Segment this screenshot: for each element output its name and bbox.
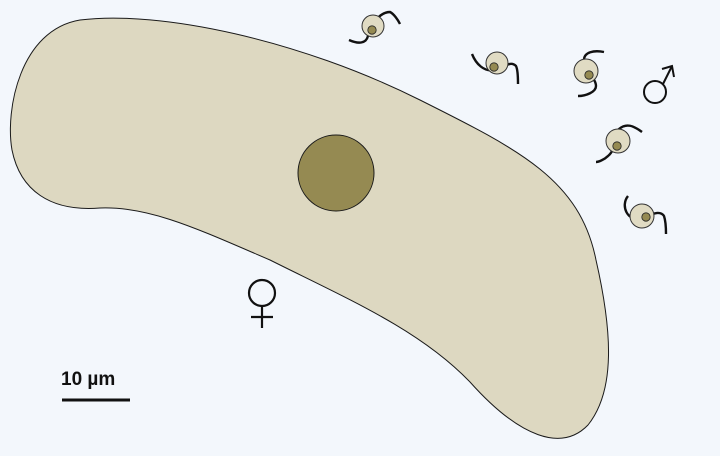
egg-nucleus (297, 134, 375, 212)
female-symbol-icon (247, 278, 277, 328)
male-symbol-icon (643, 64, 675, 104)
egg-cell (9, 17, 609, 439)
sperm-cell (595, 124, 643, 164)
scale-bar-label: 10 µm (61, 369, 115, 390)
sperm-cell (348, 10, 402, 44)
sperm-cell (623, 195, 668, 235)
sperm-cell (470, 51, 520, 85)
sperm-cell (573, 50, 605, 98)
